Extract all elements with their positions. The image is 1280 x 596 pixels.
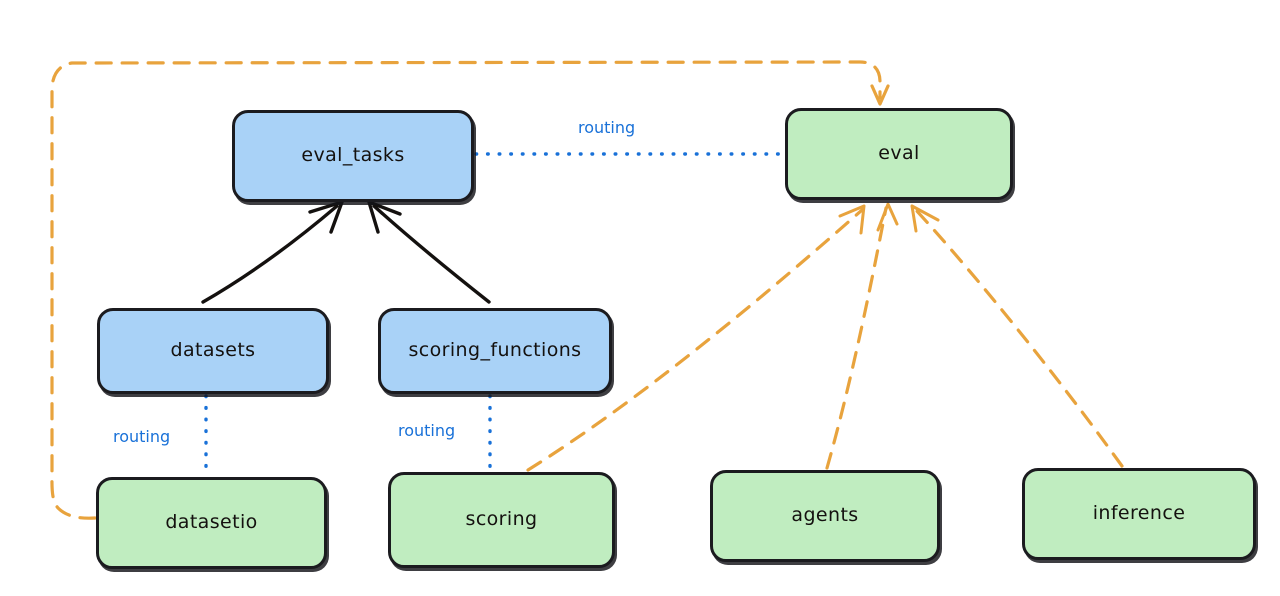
node-scoring-functions[interactable]: scoring_functions xyxy=(378,308,612,394)
edge-label-routing-scoring-functions-text: routing xyxy=(398,421,456,440)
node-datasetio[interactable]: datasetio xyxy=(96,477,327,569)
edge-datasets-to-eval-tasks xyxy=(201,200,344,304)
node-inference[interactable]: inference xyxy=(1022,468,1256,560)
node-eval-tasks-label: eval_tasks xyxy=(301,144,405,167)
node-datasets-label: datasets xyxy=(170,339,256,362)
edge-label-routing-scoring-functions: routing xyxy=(398,421,455,440)
edge-label-routing-datasets-text: routing xyxy=(113,427,171,446)
node-agents-label: agents xyxy=(791,504,859,527)
node-inference-label: inference xyxy=(1092,502,1186,525)
edge-inference-to-eval xyxy=(910,204,1124,468)
node-datasets[interactable]: datasets xyxy=(97,308,329,394)
node-eval-tasks[interactable]: eval_tasks xyxy=(232,110,474,202)
node-scoring-label: scoring xyxy=(465,508,538,531)
node-scoring-functions-label: scoring_functions xyxy=(408,339,582,362)
node-scoring[interactable]: scoring xyxy=(388,472,615,568)
node-datasetio-label: datasetio xyxy=(165,511,258,534)
node-agents[interactable]: agents xyxy=(710,470,940,562)
edge-label-routing-eval-text: routing xyxy=(578,118,636,137)
node-eval-label: eval xyxy=(878,142,920,165)
edge-label-routing-eval: routing xyxy=(578,118,635,137)
node-eval[interactable]: eval xyxy=(785,108,1013,200)
edge-agents-to-eval xyxy=(825,202,899,470)
edge-label-routing-datasets: routing xyxy=(113,427,170,446)
edge-scoring-functions-to-eval-tasks xyxy=(367,200,491,304)
